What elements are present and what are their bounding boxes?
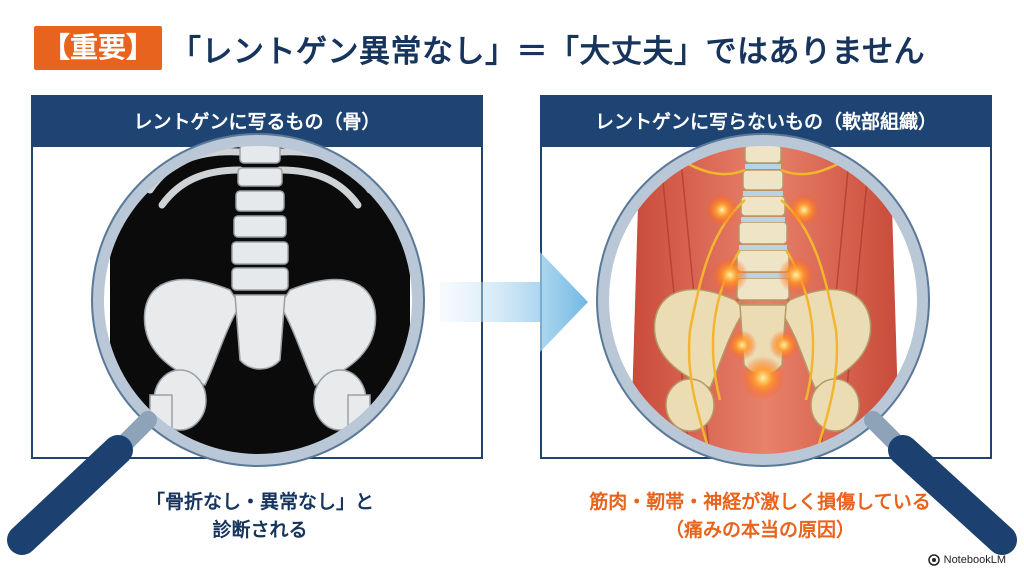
xray-caption-line1: 「骨折なし・異常なし」と [145,491,374,513]
transition-arrow [440,252,588,352]
notebooklm-watermark: NotebookLM [927,554,1006,566]
soft-tissue-caption-line1: 筋肉・靭帯・神経が激しく損傷している [589,491,931,513]
important-badge: 【重要】 [34,26,163,70]
xray-spine [231,144,289,291]
magnifier-handle [864,411,1017,555]
xray-magnifier [7,133,425,555]
watermark-text: NotebookLM [943,554,1006,566]
soft-tissue-caption: 筋肉・靭帯・神経が激しく損傷している （痛みの本当の原因） [540,488,980,544]
magnifier-handle [7,411,157,555]
notebooklm-logo-icon [927,554,940,566]
pain-points [706,194,820,400]
xray-caption-line2: 診断される [212,519,308,541]
lens-rim [597,134,929,466]
soft-tissue-magnifier [596,133,1017,555]
title-row: 【重要】 「レントゲン異常なし」＝「大丈夫」ではありません [34,22,925,74]
xray-caption: 「骨折なし・異常なし」と 診断される [80,488,440,544]
page-title: 「レントゲン異常なし」＝「大丈夫」ではありません [170,33,926,70]
xray-panel-heading: レントゲンに写るもの（骨） [33,97,481,147]
xray-pelvis [143,278,377,460]
lens-rim [92,134,424,466]
soft-tissue-caption-line2: （痛みの本当の原因） [664,519,855,541]
anatomy-pelvis [653,288,872,432]
